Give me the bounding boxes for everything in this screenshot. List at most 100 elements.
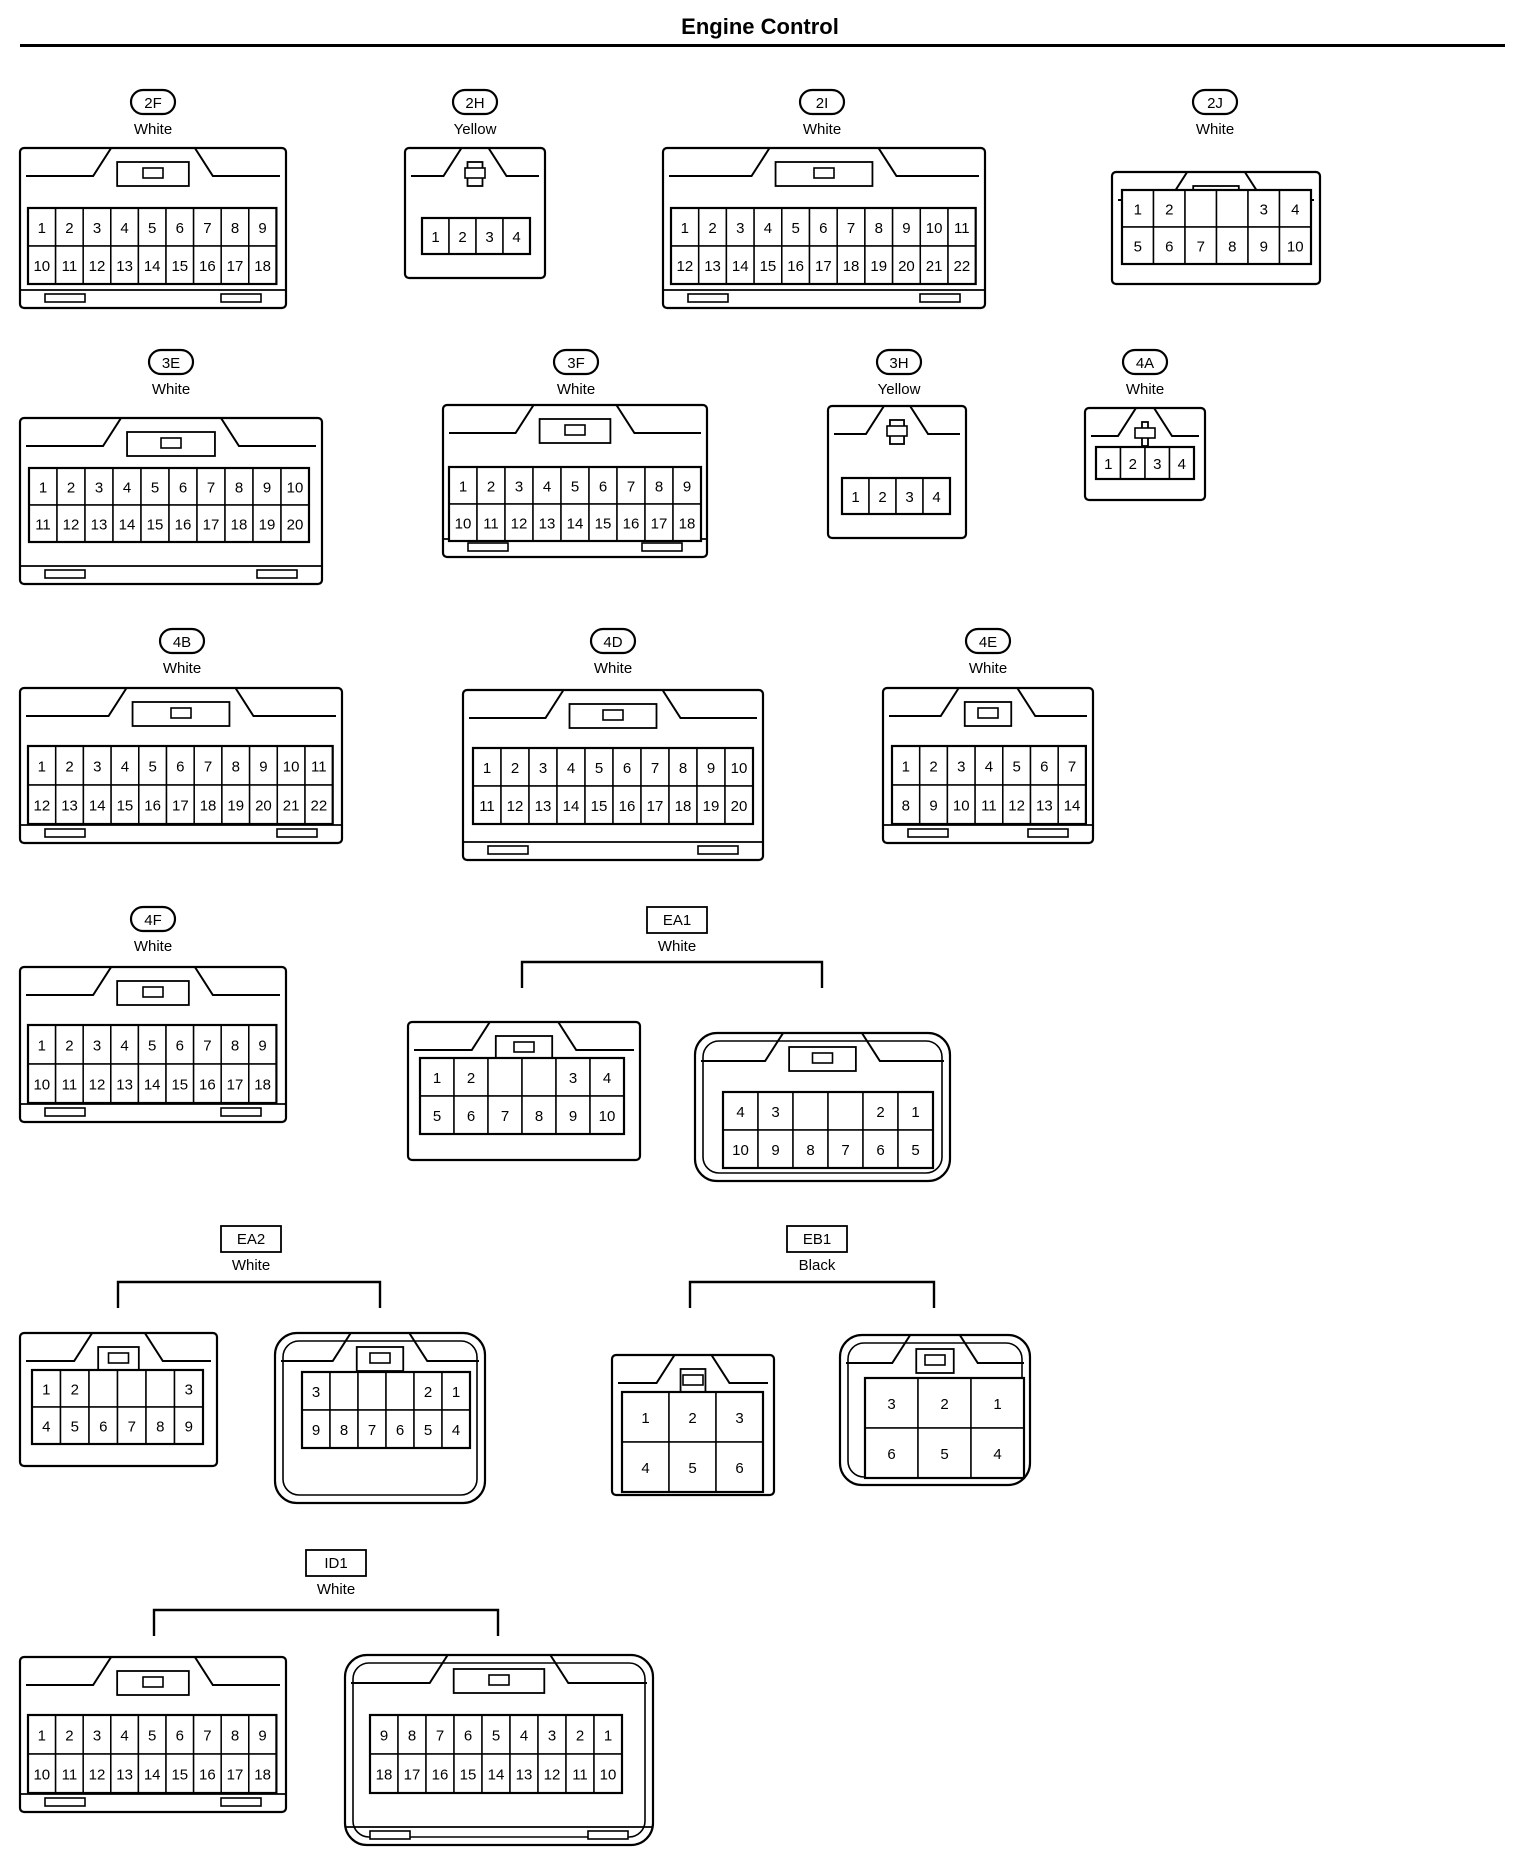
connector-label-box [786,1225,848,1253]
pin-number: 5 [148,1728,156,1745]
pin-number: 1 [452,1384,460,1401]
connector-label-badge [964,627,1012,655]
pin-number: 6 [176,220,184,237]
pin-cell [584,747,614,787]
pin-number: 18 [679,516,696,533]
pin-cell [757,1091,794,1131]
pin-number: 17 [203,517,220,534]
connector-latch [1091,407,1199,437]
pin-cell [441,1371,471,1411]
pin-cell [84,504,114,543]
pin-number: 10 [283,759,300,776]
pin-number: 16 [619,798,636,815]
pin-number: 7 [627,479,635,496]
connector-color: White [232,1257,270,1274]
connector-color: White [803,121,841,138]
pin-cell [82,1063,112,1104]
pin-cell [385,1371,415,1411]
pin-number: 4 [120,1038,128,1055]
pin-number: 1 [851,489,859,506]
connector-id: EA1 [663,912,691,929]
connector-id: 2F [144,95,162,112]
pin-number: 3 [93,220,101,237]
connector-id: EB1 [803,1231,831,1248]
pin-number: 2 [65,1728,73,1745]
connector-id: 3F [567,355,585,372]
pin-cell [864,207,894,247]
pin-number: 12 [677,258,694,275]
connector-latch [26,687,336,717]
pin-number: 9 [683,479,691,496]
pin-number: 3 [93,759,101,776]
pin-cell [220,245,250,285]
pin-number: 1 [1134,202,1142,219]
pin-number: 8 [806,1142,814,1159]
pin-number: 13 [1036,798,1053,815]
pin-number: 6 [396,1422,404,1439]
pin-cell [1247,189,1281,228]
pin-number: 2 [65,220,73,237]
pin-number: 4 [121,759,129,776]
pin-number: 12 [34,798,51,815]
pin-number: 11 [62,1767,78,1784]
pin-number: 19 [227,798,244,815]
pin-number: 11 [572,1767,588,1784]
pin-number: 1 [604,1728,612,1745]
pin-number: 1 [911,1104,919,1121]
connector-pair-bracket [520,960,824,988]
pin-number: 3 [569,1070,577,1087]
pin-cell [357,1371,387,1411]
pin-cell [722,1129,759,1169]
connector-latch [26,417,316,447]
pin-cell [165,1024,195,1065]
connector-label-badge [552,348,600,376]
pin-cell [1184,189,1218,228]
pin-number: 1 [902,759,910,776]
pin-number: 14 [488,1767,505,1784]
pin-number: 18 [254,1077,271,1094]
connector-label-box [305,1549,367,1577]
pin-cell [137,245,167,285]
pin-number: 20 [898,258,915,275]
pin-number: 17 [651,516,668,533]
pin-cell [145,1369,176,1408]
pin-number: 10 [926,220,943,237]
pin-number: 6 [819,220,827,237]
pin-number: 11 [35,517,51,534]
pin-number: 5 [433,1108,441,1125]
pin-number: 12 [89,1077,106,1094]
connector-id: 4A [1136,355,1154,372]
pin-number: 4 [641,1460,649,1477]
pin-cell [82,1024,112,1065]
pin-number: 11 [62,258,78,275]
pin-number: 5 [148,220,156,237]
pin-number: 16 [199,1767,216,1784]
pin-number: 3 [539,760,547,777]
pin-number: 4 [1291,202,1299,219]
pin-number: 2 [487,479,495,496]
pin-cell [668,747,698,787]
pin-number: 3 [1260,202,1268,219]
pin-number: 11 [311,759,327,776]
pin-number: 4 [120,1728,128,1745]
pin-cell [565,1753,595,1794]
pin-cell [88,1406,119,1445]
pin-cell [165,1063,195,1104]
pin-cell [1278,189,1312,228]
pin-number: 8 [231,1038,239,1055]
pin-cell [59,1406,90,1445]
pin-number: 12 [511,516,528,533]
pin-cell [947,245,977,285]
pin-number: 18 [843,258,860,275]
pin-cell [168,467,198,506]
pin-number: 3 [905,489,913,506]
pin-number: 19 [259,517,276,534]
